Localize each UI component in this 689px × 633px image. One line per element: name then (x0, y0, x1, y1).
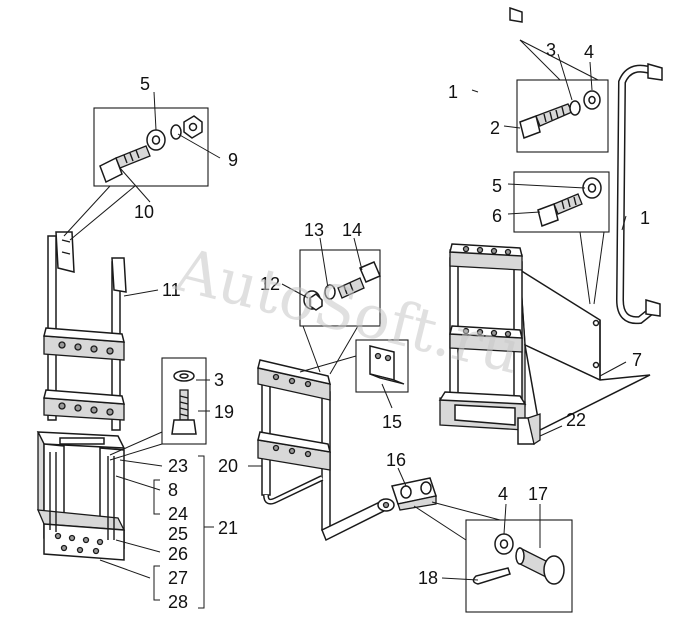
callout-9: 9 (228, 150, 238, 170)
detail-box-bolt-2 (516, 39, 609, 153)
callout-22: 22 (566, 410, 586, 430)
callout-11: 11 (162, 280, 181, 300)
callout-24: 24 (168, 504, 188, 524)
callout-23: 23 (168, 456, 188, 476)
detail-box-bracket-15 (299, 339, 409, 393)
callout-7: 7 (632, 350, 642, 370)
step-ladder-20 (257, 359, 395, 542)
left-ladder-11 (43, 231, 127, 431)
callout-20: 20 (218, 456, 238, 476)
callout-27: 27 (168, 568, 188, 588)
callout-4-top: 4 (584, 42, 594, 62)
detail-box-bolt-10 (63, 107, 209, 241)
callout-12: 12 (260, 274, 280, 294)
leader-lines (99, 53, 627, 609)
callout-8: 8 (168, 480, 178, 500)
callout-numbers: 1 1 2 3 4 5 6 5 9 10 11 12 13 14 15 3 19… (134, 40, 650, 612)
callout-21: 21 (218, 518, 238, 538)
detail-box-pin-17 (465, 519, 573, 613)
callout-16: 16 (386, 450, 406, 470)
callout-4-bottom: 4 (498, 484, 508, 504)
detail-box-bolt-6 (513, 171, 610, 305)
detail-box-bolt-19 (109, 357, 207, 461)
callout-13: 13 (304, 220, 324, 240)
callout-15: 15 (382, 412, 402, 432)
callout-28: 28 (168, 592, 188, 612)
callout-19: 19 (214, 402, 234, 422)
callout-3-top: 3 (546, 40, 556, 60)
callout-25: 25 (168, 524, 188, 544)
detail-box-bolt-14 (299, 249, 381, 375)
callout-5-right: 5 (492, 176, 502, 196)
callout-10: 10 (134, 202, 154, 222)
hinge-16 (391, 477, 501, 541)
callout-3-left: 3 (214, 370, 224, 390)
bracket-assembly-21 (36, 431, 126, 561)
callout-14: 14 (342, 220, 362, 240)
callout-1-left: 1 (448, 82, 458, 102)
callout-2: 2 (490, 118, 500, 138)
callout-26: 26 (168, 544, 188, 564)
callout-6: 6 (492, 206, 502, 226)
callout-5-left: 5 (140, 74, 150, 94)
callout-18: 18 (418, 568, 438, 588)
callout-17: 17 (528, 484, 548, 504)
right-ladder-assembly (438, 6, 663, 446)
callout-1-right: 1 (640, 208, 650, 228)
